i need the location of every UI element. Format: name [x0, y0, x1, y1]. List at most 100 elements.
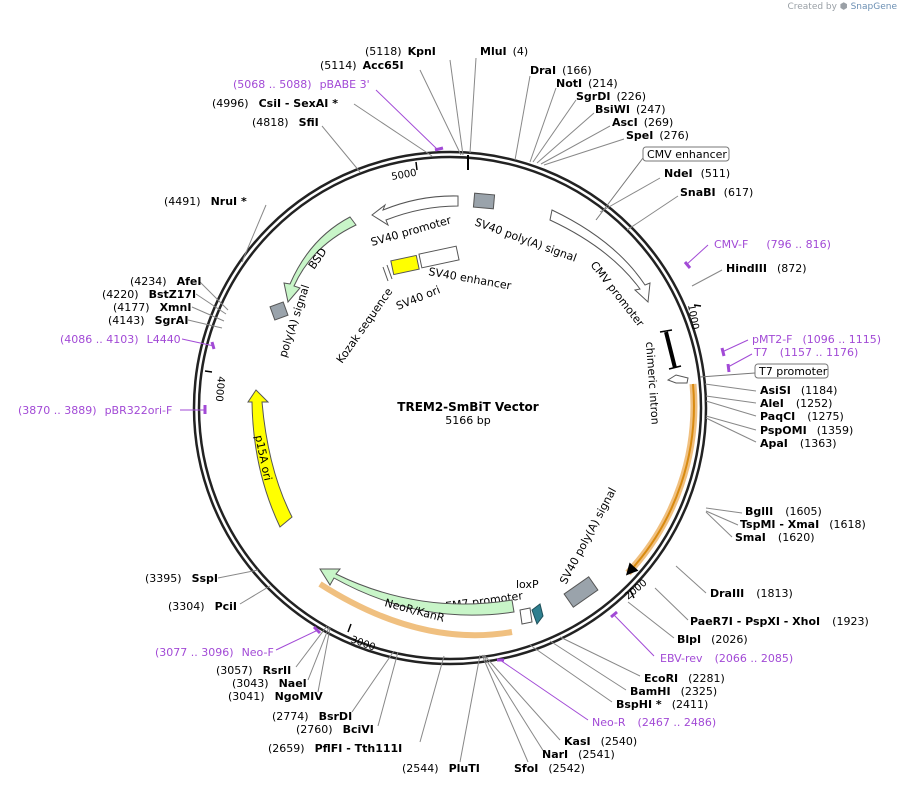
- backbone-inner: [197, 155, 703, 661]
- svg-text:NotI(214): NotI(214): [556, 77, 618, 90]
- svg-text:(2659)PflFI - Tth111I: (2659)PflFI - Tth111I: [268, 742, 402, 755]
- site-asci: AscI(269): [540, 116, 673, 165]
- cmv-enhancer-box: CMV enhancer: [595, 146, 730, 221]
- svg-text:T7(1157 .. 1176): T7(1157 .. 1176): [753, 346, 858, 359]
- watermark-prefix: Created by: [787, 2, 837, 12]
- cmv-promoter-label: CMV promoter: [588, 259, 647, 330]
- svg-text:(3077 .. 3096)Neo-F: (3077 .. 3096)Neo-F: [155, 646, 274, 659]
- site-bsrdi: (2774)BsrDI: [272, 650, 395, 723]
- sv40-ori-box: [390, 254, 420, 276]
- svg-text:pMT2-F(1096 .. 1115): pMT2-F(1096 .. 1115): [752, 333, 881, 346]
- site-kasi: KasI(2540): [483, 654, 637, 748]
- svg-text:SnaBI(617): SnaBI(617): [680, 186, 753, 199]
- svg-text:MluI(4): MluI(4): [480, 45, 528, 58]
- sv40-polya-top-box: [472, 192, 496, 210]
- site-bsphi: BspHI *(2411): [529, 644, 708, 711]
- site-rsrii: (3057)RsrII: [216, 625, 328, 677]
- svg-text:(4086 .. 4103)L4440: (4086 .. 4103)L4440: [60, 333, 181, 346]
- cmv-enhancer-label: CMV enhancer: [647, 148, 727, 161]
- sv40-polya-bottom-box: [563, 576, 599, 608]
- site-sgrdi: SgrDI(226): [532, 90, 646, 163]
- snapgene-logo-icon: ⬢: [839, 2, 848, 12]
- svg-text:BamHI(2325): BamHI(2325): [630, 685, 717, 698]
- svg-text:PaqCI(1275): PaqCI(1275): [760, 410, 844, 423]
- site-smai: SmaI(1620): [705, 511, 814, 544]
- svg-text:BspHI *(2411): BspHI *(2411): [616, 698, 708, 711]
- site-ngomiv: (3041)NgoMIV: [228, 627, 331, 703]
- bsd-label: BSD: [306, 246, 330, 272]
- site-sspi: (3395)SspI: [145, 569, 259, 585]
- svg-text:NdeI(511): NdeI(511): [664, 167, 730, 180]
- site-sgrai: (4143)SgrAI: [108, 314, 223, 329]
- primer-l4440: (4086 .. 4103)L4440: [60, 333, 216, 350]
- site-sfii: (4818)SfiI: [252, 116, 361, 173]
- chimeric-intron-bar: [664, 331, 677, 369]
- svg-text:ApaI(1363): ApaI(1363): [760, 437, 836, 450]
- svg-text:AscI(269): AscI(269): [612, 116, 673, 129]
- site-kpni: (5118)KpnI: [365, 45, 464, 156]
- primer-ebv-rev: EBV-rev(2066 .. 2085): [610, 610, 793, 665]
- svg-text:AleI(1252): AleI(1252): [760, 397, 832, 410]
- site-drai: DraI(166): [514, 64, 592, 161]
- svg-text:AsiSI(1184): AsiSI(1184): [760, 384, 837, 397]
- svg-text:(3870 .. 3889)pBR322ori-F: (3870 .. 3889)pBR322ori-F: [18, 404, 172, 417]
- primer-pbr322ori-f: (3870 .. 3889)pBR322ori-F: [18, 404, 207, 417]
- snapgene-watermark: Created by ⬢ SnapGene: [787, 2, 897, 12]
- site-asisi: AsiSI(1184): [704, 383, 837, 397]
- primer-pbabe3: (5068 .. 5088)pBABE 3': [233, 78, 444, 152]
- svg-text:(3043)NaeI: (3043)NaeI: [232, 677, 307, 690]
- site-bsiwi: BsiWI(247): [536, 103, 666, 164]
- plasmid-length: 5166 bp: [445, 414, 490, 427]
- neor-glow: [318, 581, 513, 639]
- primer-cmv-f: CMV-F(796 .. 816): [683, 238, 831, 269]
- svg-text:(3395)SspI: (3395)SspI: [145, 572, 218, 585]
- svg-text:(5068 .. 5088)pBABE 3': (5068 .. 5088)pBABE 3': [233, 78, 370, 91]
- svg-text:NarI(2541): NarI(2541): [542, 748, 615, 761]
- loxp-label: loxP: [516, 578, 539, 591]
- site-acc65i: (5114)Acc65I: [320, 59, 462, 156]
- site-nrui: (4491)NruI *: [164, 195, 267, 263]
- loxp-arrow: [531, 603, 544, 626]
- site-tspmi-xmai: TspMI - XmaI(1618): [705, 510, 866, 531]
- site-bglii: BglII(1605): [705, 505, 822, 518]
- trem2-orf-arrow: [625, 383, 695, 576]
- em7-promoter-arrow: [519, 607, 533, 625]
- tick-3000: 3000: [347, 623, 377, 654]
- svg-text:SpeI(276): SpeI(276): [626, 129, 689, 142]
- sv40-polya-bottom-label: SV40 poly(A) signal: [557, 485, 619, 586]
- site-snabi: SnaBI(617): [626, 186, 753, 231]
- tick-2000: 2000: [623, 578, 650, 603]
- plasmid-title: TREM2-SmBiT Vector: [397, 400, 539, 414]
- bsd-arrow: [283, 216, 357, 304]
- svg-text:(3304)PciI: (3304)PciI: [168, 600, 237, 613]
- site-paer7i-pspxi-xhoi: PaeR7I - PspXI - XhoI(1923): [654, 587, 869, 628]
- site-pcii: (3304)PciI: [168, 585, 271, 613]
- svg-text:BglII(1605): BglII(1605): [745, 505, 822, 518]
- site-spei: SpeI(276): [543, 129, 689, 166]
- site-draiii: DraIII(1813): [675, 565, 793, 600]
- svg-text:3000: 3000: [349, 634, 377, 653]
- svg-text:4000: 4000: [213, 376, 226, 402]
- svg-text:(5118)KpnI: (5118)KpnI: [365, 45, 436, 58]
- primer-pmt2-f: pMT2-F(1096 .. 1115): [720, 333, 881, 357]
- svg-text:(4996)CsiI - SexAI *: (4996)CsiI - SexAI *: [212, 97, 338, 110]
- site-alei: AleI(1252): [705, 395, 832, 410]
- svg-text:SfoI(2542): SfoI(2542): [514, 762, 585, 775]
- chimeric-intron-label: chimeric intron: [643, 341, 662, 425]
- svg-text:(4143)SgrAI: (4143)SgrAI: [108, 314, 188, 327]
- svg-text:1000: 1000: [685, 304, 700, 331]
- site-ecori: EcoRI(2281): [559, 636, 725, 685]
- site-naei: (3043)NaeI: [232, 626, 330, 690]
- svg-text:SgrDI(226): SgrDI(226): [576, 90, 646, 103]
- svg-text:BsiWI(247): BsiWI(247): [595, 103, 666, 116]
- watermark-brand: SnapGene: [850, 2, 897, 12]
- t7-promoter-box-label: T7 promoter: [758, 365, 828, 378]
- kozak-mark-2: [386, 264, 393, 280]
- primer-neo-r: Neo-R(2467 .. 2486): [497, 658, 716, 729]
- p15a-ori-arrow: [247, 389, 293, 528]
- site-paqci: PaqCI(1275): [705, 400, 844, 423]
- sv40-enhancer-box: [418, 245, 460, 269]
- svg-text:Neo-R(2467 .. 2486): Neo-R(2467 .. 2486): [592, 716, 716, 729]
- svg-text:KasI(2540): KasI(2540): [564, 735, 637, 748]
